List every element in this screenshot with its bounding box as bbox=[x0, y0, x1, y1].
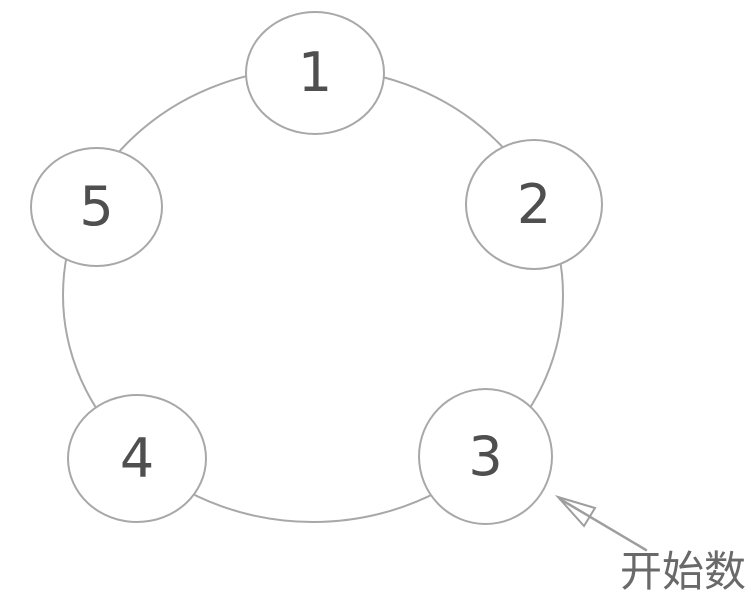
node-circle-5: 5 bbox=[30, 147, 163, 267]
node-label-3: 3 bbox=[468, 424, 503, 488]
node-label-4: 4 bbox=[119, 426, 155, 490]
start-arrow-shaft bbox=[558, 497, 648, 552]
node-label-1: 1 bbox=[297, 41, 333, 104]
annotation-start-label: 开始数 bbox=[620, 547, 747, 596]
start-arrow-head-icon bbox=[554, 495, 597, 528]
node-circle-4: 4 bbox=[67, 394, 207, 523]
node-label-2: 2 bbox=[516, 172, 552, 236]
node-circle-1: 1 bbox=[245, 11, 385, 135]
node-label-5: 5 bbox=[79, 175, 114, 238]
node-circle-2: 2 bbox=[465, 139, 603, 270]
node-circle-3: 3 bbox=[418, 388, 553, 525]
